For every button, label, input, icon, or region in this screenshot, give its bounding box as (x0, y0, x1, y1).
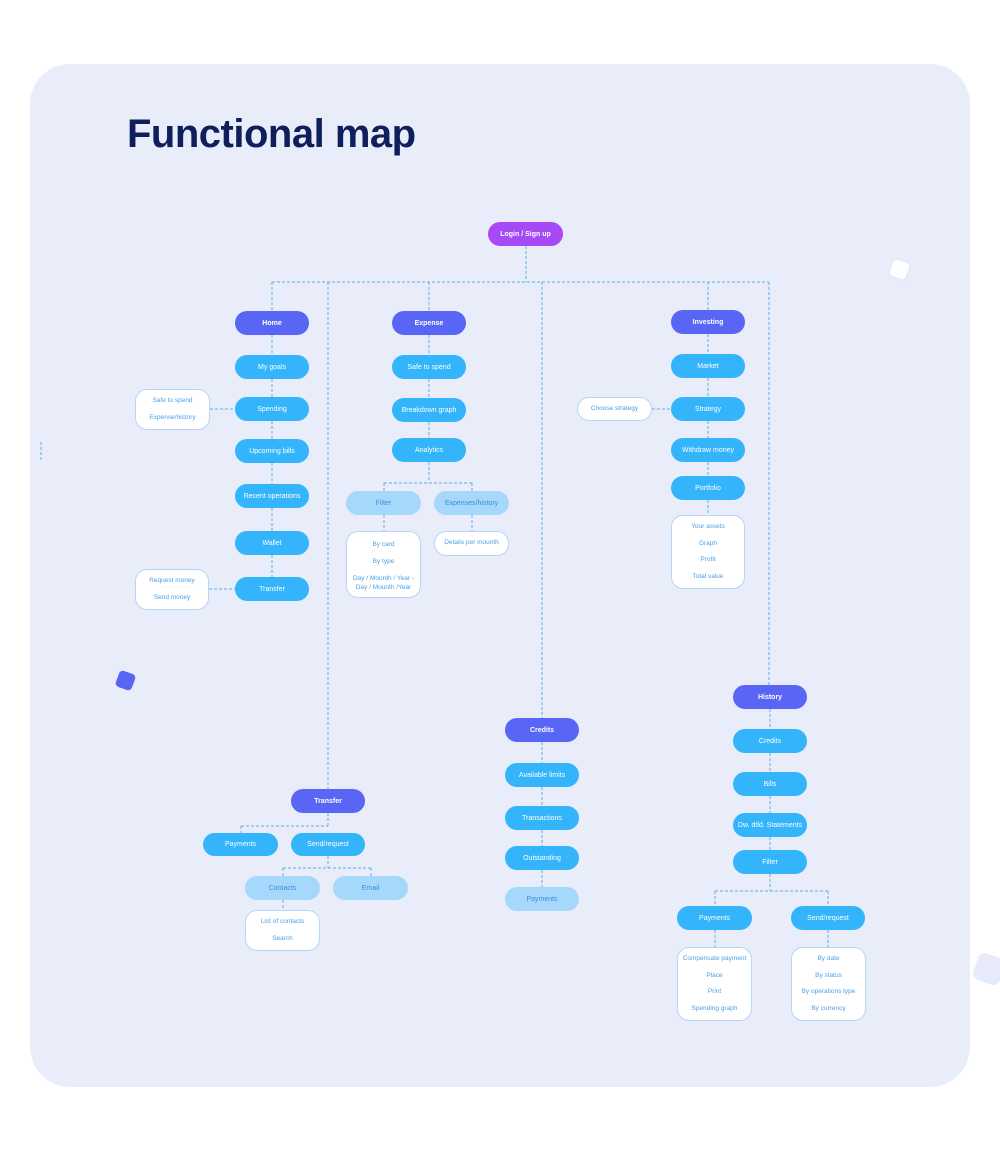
box-item: By date (817, 955, 840, 962)
node-credit-payments: Payments (505, 887, 579, 911)
node-transactions: Transactions (505, 806, 579, 830)
node-bills: Bills (733, 772, 807, 796)
box-portfolio-details: Your assets Graph Profit Total value (671, 515, 745, 589)
box-item: Profit (700, 556, 716, 563)
page-title: Functional map (127, 112, 416, 156)
node-spending: Spending (235, 397, 309, 421)
box-send-request-details: By date By status By operations type By … (791, 947, 866, 1021)
node-recent-operations: Recent operations (235, 484, 309, 508)
box-item: Compensate payment (682, 955, 747, 962)
node-send-request: Send/request (291, 833, 365, 856)
box-strategy-details: Choose strategy (577, 397, 652, 421)
node-breakdown-graph: Breakdown graph (392, 398, 466, 422)
node-history: History (733, 685, 807, 709)
node-home: Home (235, 311, 309, 335)
connector (240, 813, 329, 833)
node-credits: Credits (505, 718, 579, 742)
box-item: Choose strategy (590, 404, 639, 412)
node-history-filter: Filter (733, 850, 807, 874)
box-item: List of contacts (260, 918, 305, 925)
node-analytics: Analytics (392, 438, 466, 462)
node-market: Market (671, 354, 745, 378)
connector (714, 890, 829, 906)
node-contacts: Contacts (245, 876, 320, 900)
box-spending-details: Safe to spend Expense/history (135, 389, 210, 430)
connector (383, 482, 473, 491)
connector (383, 515, 473, 531)
box-item: Total value (692, 572, 724, 580)
node-portfolio: Portfolio (671, 476, 745, 500)
node-history-credits: Credits (733, 729, 807, 753)
connector (282, 856, 372, 876)
node-home-transfer: Transfer (235, 577, 309, 601)
node-transfer-payments: Payments (203, 833, 278, 856)
node-statements: Dw. dtld. Statements (733, 813, 807, 837)
node-filter: Filter (346, 491, 421, 515)
box-item: Day / Mounth / Year - (352, 575, 415, 582)
node-login-signup: Login / Sign up (488, 222, 563, 246)
box-payments-details: Compensate payment Place Print Spending … (677, 947, 752, 1021)
node-transfer: Transfer (291, 789, 365, 813)
node-expenses-history: Expenses/history (434, 491, 509, 515)
box-item: By operations type (801, 988, 856, 995)
node-history-payments: Payments (677, 906, 752, 930)
box-item: Spending graph (691, 1004, 738, 1012)
node-available-limits: Available limits (505, 763, 579, 787)
box-item: Your assets (691, 523, 725, 530)
node-wallet: Wallet (235, 531, 309, 555)
node-history-send-request: Send/request (791, 906, 865, 930)
box-item: By card (372, 541, 395, 548)
box-item: Safe to spend (152, 397, 193, 404)
node-outstanding: Outstanding (505, 846, 579, 870)
box-item: Place (706, 971, 723, 979)
box-item: Expense/history (149, 413, 196, 421)
box-item: By type (372, 557, 395, 565)
box-contacts-details: List of contacts Search (245, 910, 320, 951)
box-item: By currency (811, 1004, 846, 1012)
node-investing: Investing (671, 310, 745, 334)
box-item: Search (272, 934, 293, 942)
connector (714, 930, 829, 947)
box-item: By status (815, 971, 842, 979)
box-item: Request money (149, 577, 195, 584)
box-item: Details per mounth (444, 539, 499, 547)
node-my-goals: My goals (235, 355, 309, 379)
box-item: Graph (698, 539, 718, 547)
box-item: Day / Mounth /Year (355, 584, 412, 591)
box-item: Print (707, 988, 722, 995)
box-expenses-details: Details per mounth (434, 531, 509, 556)
node-safe-to-spend: Safe to spend (392, 355, 466, 379)
node-expense: Expense (392, 311, 466, 335)
box-filter-details: By card By type Day / Mounth / Year - Da… (346, 531, 421, 598)
box-transfer-details: Request money Send money (135, 569, 209, 610)
node-strategy: Strategy (671, 397, 745, 421)
node-withdraw-money: Withdraw money (671, 438, 745, 462)
node-email: Email (333, 876, 408, 900)
box-item: Send money (153, 593, 191, 601)
node-upcoming-bills: Upcoming bills (235, 439, 309, 463)
